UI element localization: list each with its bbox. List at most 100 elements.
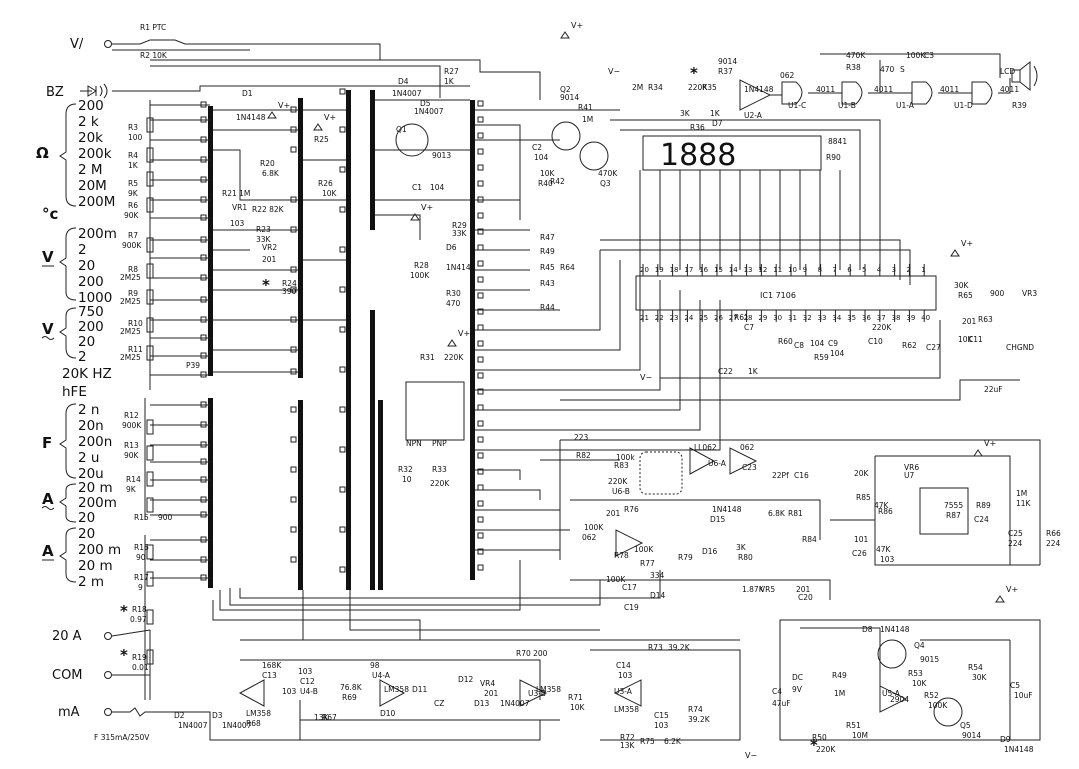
component-label-168: 6.8K [768,509,786,518]
component-label-109: U1-D [954,101,973,110]
component-label-225: C14 [616,661,631,670]
watermark-stamp [639,451,683,495]
ohm-symbol: Ω [36,144,49,162]
component-label-270: C9 [828,339,838,348]
com-input-terminal[interactable] [104,671,112,679]
component-label-215: 1N4007 [500,699,530,708]
contact-pad-3-26 [477,516,484,523]
component-label-245: C5 [1010,681,1020,690]
component-label-196: C13 [262,671,277,680]
ic1-pin-bottom-11: 32 [803,314,812,322]
component-label-53: D4 [398,77,409,86]
contact-pad-1-14 [290,526,297,533]
contact-pad-2-5 [339,286,346,293]
component-label-72: 220K [444,353,464,362]
contact-pad-2-10 [339,486,346,493]
ic1-pin-bottom-3: 24 [684,314,693,322]
component-label-21: 900K [122,421,142,430]
opamp-u3b [519,679,548,707]
component-label-16: R10 [128,319,143,328]
component-label-116: 470 [880,65,895,74]
component-label-169: R81 [788,509,803,518]
component-label-91: R37 [718,67,733,76]
ic1-pin-bottom-2: 23 [670,314,679,322]
hfe-socket[interactable] [405,381,465,441]
component-label-210: D10 [380,709,396,718]
component-label-166: 3K [736,543,747,552]
contact-pad-3-11 [477,276,484,283]
component-label-125: R44 [540,303,555,312]
component-label-235: R75 [640,737,655,746]
ic1-pin-top-10: 10 [788,266,797,274]
contact-pad-3-23 [477,468,484,475]
range-resistor-9 [146,419,154,435]
ma-input-terminal[interactable] [104,708,112,716]
component-label-54: 1N4007 [392,89,422,98]
ohm-range-6: 200M [78,194,115,210]
ohm-range-2: 20k [78,130,103,146]
component-label-160: 334 [650,571,665,580]
opamps [238,447,969,713]
component-label-178: R86 [878,507,893,516]
contact-pad-3-4 [477,164,484,171]
component-label-180: 103 [880,555,895,564]
dcv-brace [59,227,77,301]
vplus-label-6: V+ [984,439,996,448]
component-label-247: R52 [924,691,939,700]
dcv-symbol: V [42,248,54,266]
ic1-pin-top-18: 2 [906,266,910,274]
component-label-259: R50 [812,733,827,742]
ic1-pin-top-8: 12 [758,266,767,274]
component-label-238: 1N4148 [880,625,910,634]
component-label-73: R32 [398,465,413,474]
volt-input-terminal[interactable] [104,40,112,48]
schematic-wiring [111,39,1041,741]
component-label-108: 4011 [940,85,959,94]
component-label-15: 2M25 [120,297,141,306]
acv-range-3: 2 [78,349,87,365]
component-label-251: Q5 [960,721,971,730]
component-label-43: R22 82K [252,205,285,214]
ma-input-label: mA [58,705,80,720]
ic1-pin-top-7: 13 [744,266,753,274]
dcv-range-1: 2 [78,242,87,258]
component-label-41: R21 1M [222,189,250,198]
amp20-input-terminal[interactable] [104,632,112,640]
ic1-pin-top-3: 17 [684,266,693,274]
component-label-144: LL062 [694,443,717,452]
vplus-symbol-2 [313,123,323,131]
component-label-18: R11 [128,345,143,354]
component-label-177: 47K [874,501,890,510]
component-label-197: 103 [298,667,313,676]
contact-pad-2-0 [339,88,346,95]
range-resistor-15 [146,609,154,625]
ic1-pin-top-4: 16 [699,266,708,274]
component-label-101: U2-A [744,111,763,120]
vplus-label-2: V+ [324,113,336,122]
component-label-237: D8 [862,625,873,634]
contact-pad-3-14 [477,324,484,331]
opamp-u5a [879,685,908,713]
contact-pad-2-3 [339,206,346,213]
contact-pad-2-8 [339,406,346,413]
nand-u1a [911,81,933,105]
timer-u7 [919,487,969,535]
contact-pad-3-20 [477,420,484,427]
component-label-201: LM358 [246,709,271,718]
component-label-263: DC [792,673,803,682]
contact-pad-3-8 [477,228,484,235]
component-label-19: 2M25 [120,353,141,362]
ohm-brace [59,103,77,207]
ic1-label: IC1 7106 [760,291,796,300]
component-label-234: 13K [620,741,636,750]
component-label-221: R71 [568,693,583,702]
vminus-label-1: V− [640,373,652,382]
component-label-162: 1N4148 [712,505,742,514]
component-label-48: R24 [282,279,297,288]
component-label-139: R82 [576,451,591,460]
component-label-76: 220K [430,479,450,488]
